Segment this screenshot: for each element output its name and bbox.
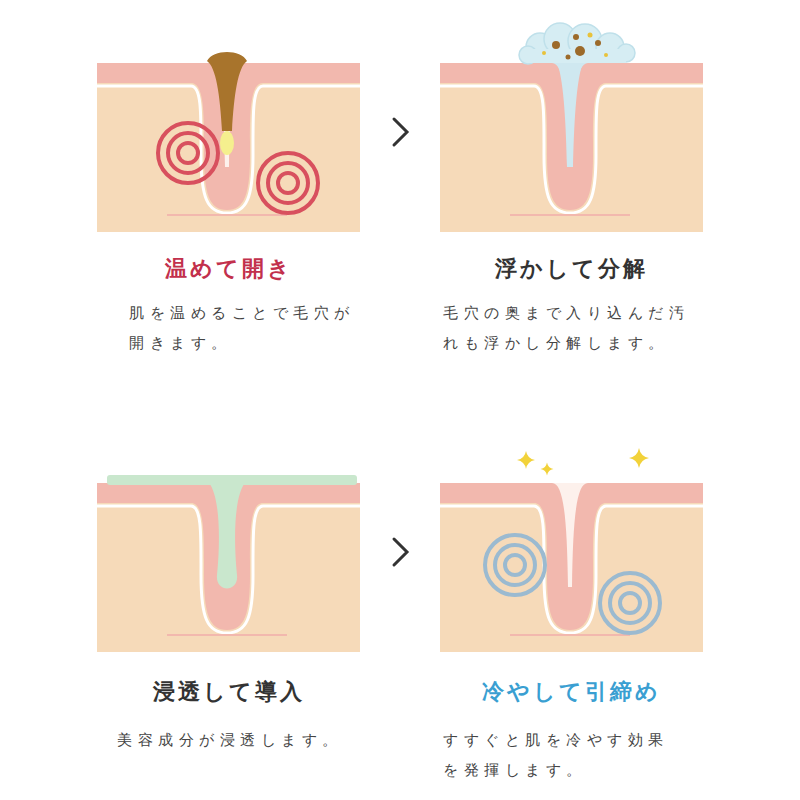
step-heading: 温めて開き	[97, 255, 360, 284]
infuse-panel	[97, 475, 360, 652]
sparkle	[541, 463, 554, 476]
step-panel: 温めて開き肌を温めることで毛穴が開きます。	[97, 55, 360, 366]
step-heading: 浸透して導入	[97, 678, 360, 707]
step-chevron	[394, 119, 407, 145]
step-description: 毛穴の奥まで入り込んだ汚れも浮かし分解します。	[443, 298, 697, 358]
warm-panel	[97, 52, 360, 232]
sparkle	[517, 451, 535, 469]
step-panel: 冷やして引締めすすぐと肌を冷やす効果を発揮します。	[440, 475, 703, 793]
step-heading: 浮かして分解	[440, 255, 703, 284]
step-heading: 冷やして引締め	[440, 678, 703, 707]
step-chevron	[394, 539, 407, 565]
step-panel: 浮かして分解毛穴の奥まで入り込んだ汚れも浮かし分解します。	[440, 55, 703, 366]
sparkle	[629, 448, 649, 468]
step-description: 美容成分が浸透します。	[117, 725, 379, 755]
cleanse-panel	[440, 23, 703, 232]
cool-panel	[440, 483, 703, 652]
step-panel: 浸透して導入美容成分が浸透します。	[97, 475, 360, 763]
step-description: すすぐと肌を冷やす効果を発揮します。	[443, 725, 677, 785]
step-description: 肌を温めることで毛穴が開きます。	[129, 298, 363, 358]
